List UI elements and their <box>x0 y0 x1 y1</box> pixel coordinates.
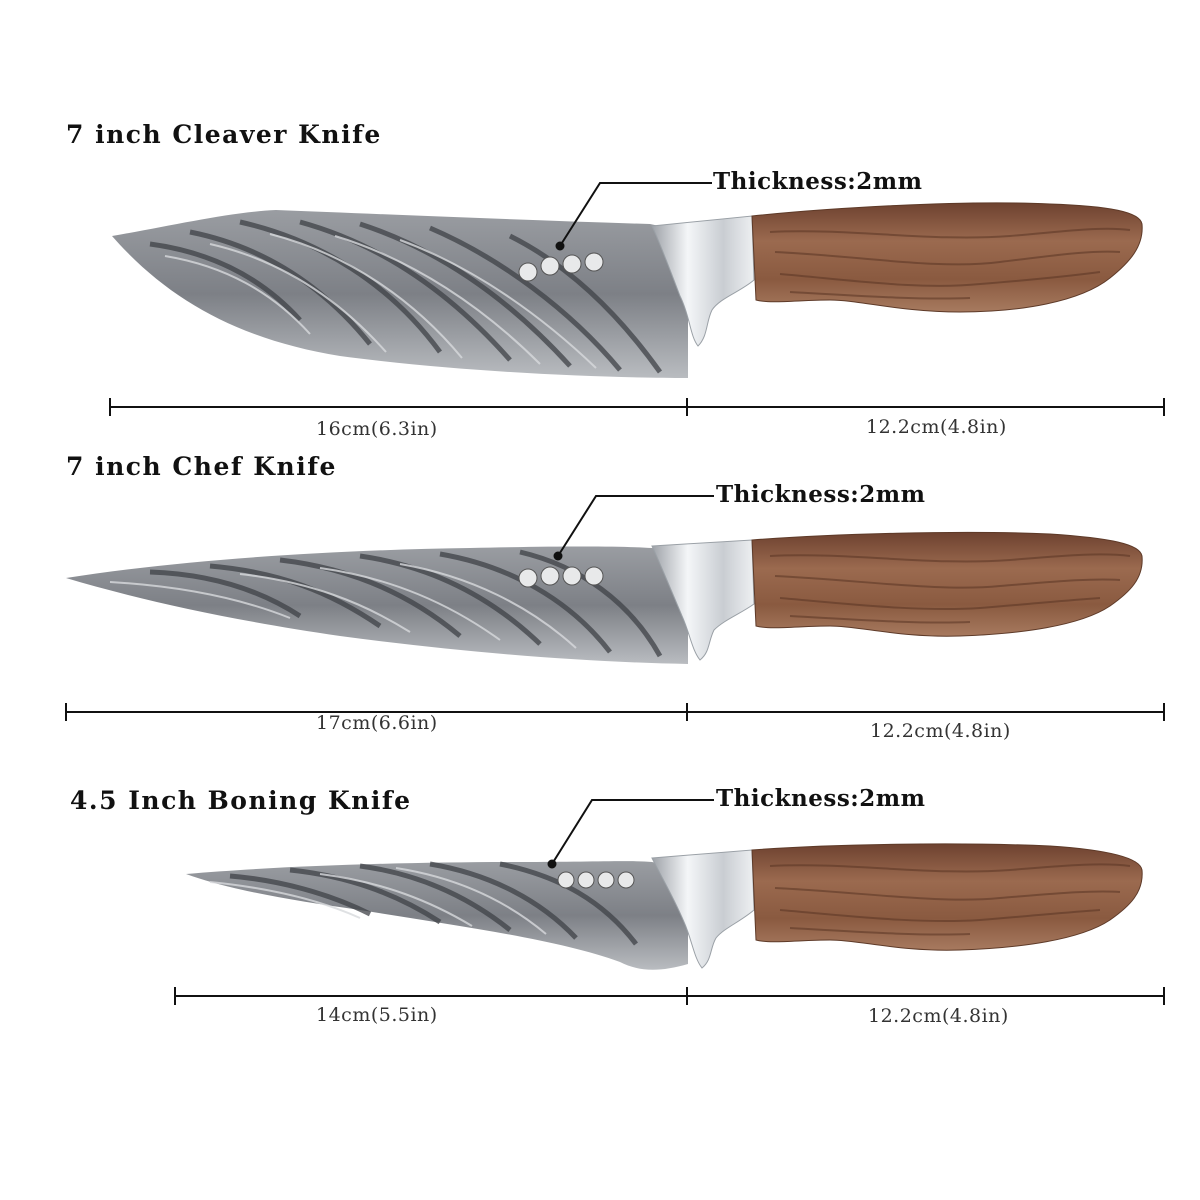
cleaver-damascus-light <box>164 233 597 369</box>
cleaver-brand-seal <box>518 252 604 282</box>
chef-brand-seal <box>518 566 604 588</box>
dimension-line-cleaver <box>109 398 1165 416</box>
leader-line-chef <box>553 495 714 561</box>
leader-line-boning <box>547 799 714 869</box>
cleaver-wood-grain <box>769 227 1131 300</box>
chef-blade <box>66 546 688 664</box>
boning-bolster <box>651 849 755 969</box>
boning-damascus-pattern <box>229 861 638 946</box>
boning-handle <box>751 843 1143 951</box>
boning-blade <box>186 861 688 970</box>
chef-handle <box>751 531 1143 637</box>
chef-wood-grain <box>769 553 1131 624</box>
chef-handle-length: 12.2cm(4.8in) <box>870 720 1011 742</box>
chef-knife-title: 7 inch Chef Knife <box>66 452 337 481</box>
cleaver-damascus-pattern <box>149 219 663 374</box>
boning-damascus-light <box>209 867 547 935</box>
boning-blade-length: 14cm(5.5in) <box>316 1004 438 1026</box>
boning-thickness-label: Thickness:2mm <box>716 785 926 812</box>
chef-damascus-light <box>109 563 577 649</box>
cleaver-handle-length: 12.2cm(4.8in) <box>866 416 1007 438</box>
cleaver-knife-title: 7 inch Cleaver Knife <box>66 120 382 149</box>
boning-handle-length: 12.2cm(4.8in) <box>868 1005 1009 1027</box>
cleaver-bolster <box>651 215 755 347</box>
boning-knife-title: 4.5 Inch Boning Knife <box>70 786 412 815</box>
dimension-line-boning <box>174 987 1165 1005</box>
leader-line-cleaver <box>555 182 712 251</box>
dimension-line-chef <box>65 703 1165 721</box>
cleaver-handle <box>751 202 1143 313</box>
chef-bolster <box>651 539 755 661</box>
cleaver-thickness-label: Thickness:2mm <box>713 168 923 195</box>
boning-knife-illustration <box>186 843 1143 970</box>
chef-thickness-label: Thickness:2mm <box>716 481 926 508</box>
chef-blade-length: 17cm(6.6in) <box>316 712 438 734</box>
boning-brand-seal <box>557 871 635 889</box>
cleaver-blade-length: 16cm(6.3in) <box>316 418 438 440</box>
boning-wood-grain <box>769 863 1131 936</box>
chef-knife-illustration <box>66 531 1143 664</box>
cleaver-knife-illustration <box>112 202 1143 378</box>
